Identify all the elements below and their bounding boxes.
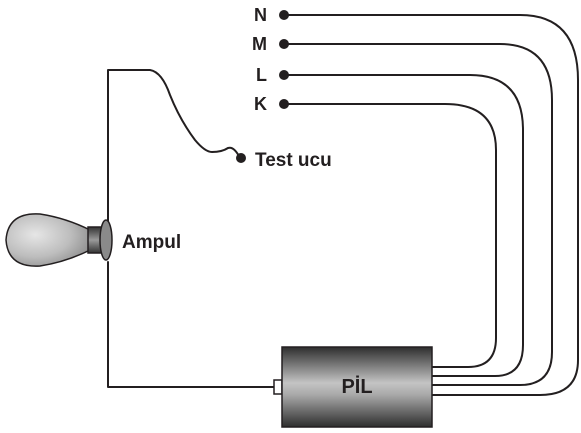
wire-l — [283, 74, 524, 377]
wire-n — [283, 14, 579, 396]
bulb-icon — [5, 213, 113, 267]
terminal-k-dot[interactable] — [279, 99, 289, 109]
wire-bulb-battery — [107, 261, 276, 388]
wire-k — [283, 103, 497, 368]
terminal-m-dot[interactable] — [279, 39, 289, 49]
terminal-k-label: K — [254, 94, 267, 114]
test-probe-label: Test ucu — [255, 150, 332, 171]
wire-m — [283, 43, 553, 386]
bulb-label: Ampul — [122, 232, 181, 253]
terminal-l-label: L — [256, 65, 267, 85]
battery-icon — [273, 346, 433, 428]
terminal-m-label: M — [252, 34, 267, 54]
wire-probe — [107, 69, 241, 223]
terminal-n-dot[interactable] — [279, 10, 289, 20]
terminal-n-label: N — [254, 5, 267, 25]
terminal-l-dot[interactable] — [279, 70, 289, 80]
battery-label: PİL — [341, 375, 372, 398]
test-probe-dot[interactable] — [236, 153, 246, 163]
